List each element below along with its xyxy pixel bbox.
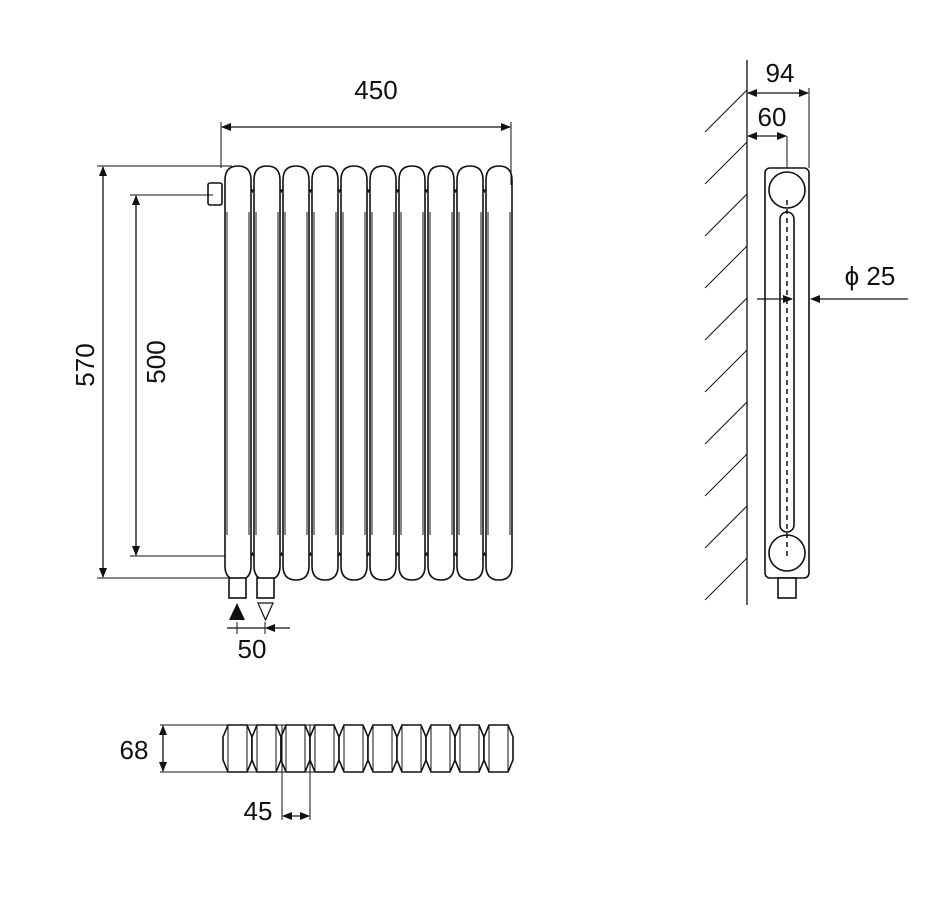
radiator-column bbox=[369, 165, 397, 581]
hatch-line bbox=[704, 505, 748, 549]
wall-hatching bbox=[704, 89, 748, 601]
top-section bbox=[396, 724, 427, 773]
radiator-column bbox=[427, 165, 455, 581]
top-section bbox=[483, 724, 514, 773]
top-section bbox=[280, 724, 311, 773]
height-label: 570 bbox=[70, 343, 100, 386]
top-section bbox=[338, 724, 369, 773]
radiator-column bbox=[253, 165, 281, 581]
top-section bbox=[367, 724, 398, 773]
outlet-pipe bbox=[256, 577, 275, 599]
hatch-line bbox=[704, 245, 748, 289]
hatch-line bbox=[704, 401, 748, 445]
top-depth-label: 68 bbox=[120, 735, 149, 765]
top-section bbox=[454, 724, 485, 773]
hatch-line bbox=[704, 141, 748, 185]
top-section bbox=[309, 724, 340, 773]
radiator-column bbox=[485, 165, 513, 581]
top-section bbox=[251, 724, 282, 773]
dimension-height: 570 bbox=[70, 165, 232, 579]
dimension-connection-spacing: 50 bbox=[227, 622, 290, 664]
top-section bbox=[222, 724, 253, 773]
section-pitch-label: 45 bbox=[244, 796, 273, 826]
hatch-line bbox=[704, 557, 748, 601]
radiator-column bbox=[456, 165, 484, 581]
radiator-column bbox=[398, 165, 426, 581]
hatch-line bbox=[704, 349, 748, 393]
side-view: 94 60 ϕ 25 bbox=[704, 58, 908, 605]
width-label: 450 bbox=[354, 75, 397, 105]
radiator-column bbox=[311, 165, 339, 581]
dimension-axis-depth: 60 bbox=[747, 102, 788, 168]
radiator-column bbox=[340, 165, 368, 581]
hatch-line bbox=[704, 297, 748, 341]
hatch-line bbox=[704, 453, 748, 497]
depth-label: 94 bbox=[766, 58, 795, 88]
flow-out-triangle-icon bbox=[257, 602, 274, 622]
axis-height-label: 500 bbox=[141, 340, 171, 383]
radiator-column bbox=[282, 165, 310, 581]
front-view: 450 570 500 50 bbox=[70, 75, 513, 664]
hatch-line bbox=[704, 193, 748, 237]
dimension-top-depth: 68 bbox=[120, 724, 316, 773]
top-collector-circle bbox=[768, 171, 806, 209]
dimension-pipe-diameter: ϕ 25 bbox=[757, 261, 908, 303]
connection-spacing-label: 50 bbox=[238, 634, 267, 664]
vent-valve bbox=[207, 182, 223, 206]
side-pipe bbox=[777, 577, 797, 599]
radiator-column bbox=[224, 165, 252, 581]
flow-in-triangle-icon bbox=[229, 603, 245, 620]
dimension-depth: 94 bbox=[747, 58, 810, 168]
top-view: 68 45 bbox=[120, 724, 514, 826]
top-section bbox=[425, 724, 456, 773]
hatch-line bbox=[704, 89, 748, 133]
dimension-width: 450 bbox=[220, 75, 512, 185]
pipe-diameter-label: ϕ 25 bbox=[845, 261, 896, 291]
radiator-columns bbox=[224, 165, 513, 581]
inlet-pipe bbox=[228, 577, 247, 599]
dimension-axis-height: 500 bbox=[130, 194, 225, 557]
axis-depth-label: 60 bbox=[758, 102, 787, 132]
dimension-section-pitch: 45 bbox=[244, 725, 311, 826]
top-sections bbox=[222, 724, 514, 773]
